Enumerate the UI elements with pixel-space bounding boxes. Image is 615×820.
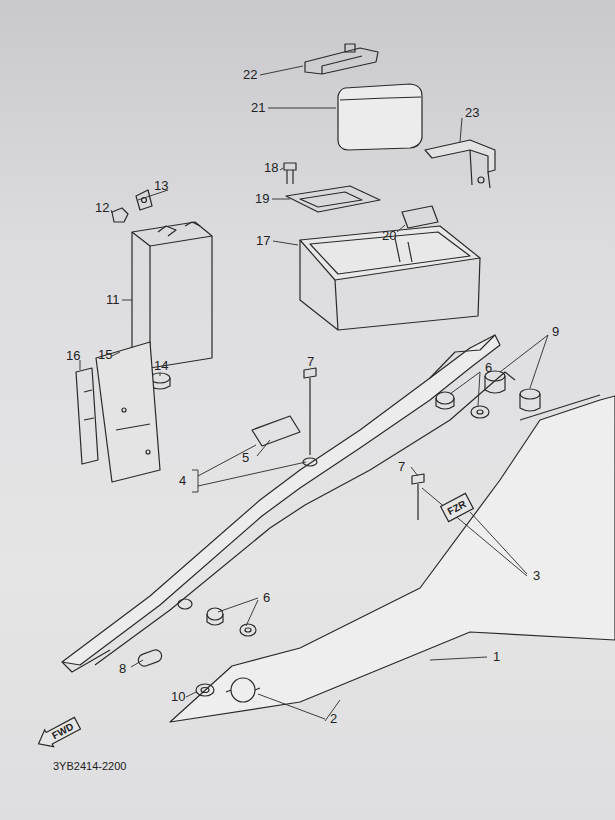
forward-arrow: FWD — [34, 715, 82, 752]
callout-number: 16 — [65, 349, 81, 363]
callout-number: 22 — [242, 68, 258, 82]
callout-number: 3 — [532, 569, 541, 583]
callout-number: 17 — [255, 234, 271, 248]
emblem-badge: FZR — [439, 492, 474, 523]
callout-number: 13 — [153, 179, 169, 193]
callout-number: 10 — [170, 690, 186, 704]
callout-number: 19 — [254, 192, 270, 206]
callout-number: 1 — [492, 650, 501, 664]
callout-number: 2 — [329, 712, 338, 726]
callout-number: 11 — [105, 293, 121, 307]
callout-number: 6 — [484, 361, 493, 375]
callout-number: 14 — [153, 359, 169, 373]
callout-number: 7 — [397, 460, 406, 474]
callout-number: 20 — [381, 229, 397, 243]
callout-number: 9 — [551, 325, 560, 339]
callout-number: 4 — [178, 474, 187, 488]
figure-code: 3YB2414-2200 — [52, 759, 127, 773]
callout-number: 8 — [118, 662, 127, 676]
callout-number: 7 — [306, 355, 315, 369]
callout-number: 15 — [97, 348, 113, 362]
callout-number: 21 — [250, 101, 266, 115]
callout-number: 6 — [262, 591, 271, 605]
callout-number: 23 — [464, 106, 480, 120]
callout-number: 5 — [241, 451, 250, 465]
callout-number: 12 — [94, 201, 110, 215]
callout-number: 18 — [263, 161, 279, 175]
